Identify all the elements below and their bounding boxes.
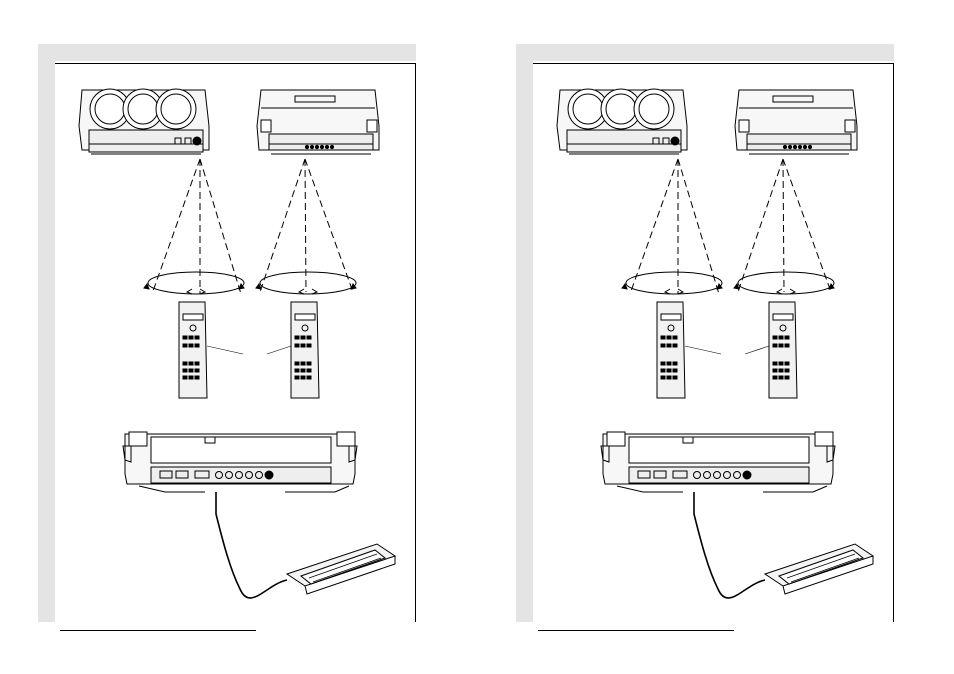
rotation-arrows [144,272,356,294]
setup-illustration [533,64,894,622]
ir-beam-lines [630,159,831,294]
handheld-remote-left [179,302,207,398]
side-band [38,44,55,622]
remote-cable [694,492,765,598]
setup-illustration [55,64,416,622]
manual-page-right [516,44,894,622]
manual-page-left [38,44,416,622]
projector-front-view [557,89,687,154]
projector-rear-view [257,90,379,154]
header-band [38,44,416,61]
projector-connection-panel [123,432,357,492]
footer-rule [538,630,734,631]
footer-rule [60,630,256,631]
remote-cable [216,492,287,598]
rotation-arrows [622,272,834,294]
handheld-remote-right [291,302,319,398]
side-band [516,44,533,622]
wired-remote-control [287,544,395,594]
ir-beam-lines [152,159,353,294]
header-band [516,44,894,61]
projector-rear-view [735,90,857,154]
projector-connection-panel [601,432,835,492]
handheld-remote-left [657,302,685,398]
handheld-remote-right [769,302,797,398]
projector-front-view [79,89,209,154]
wired-remote-control [765,544,873,594]
